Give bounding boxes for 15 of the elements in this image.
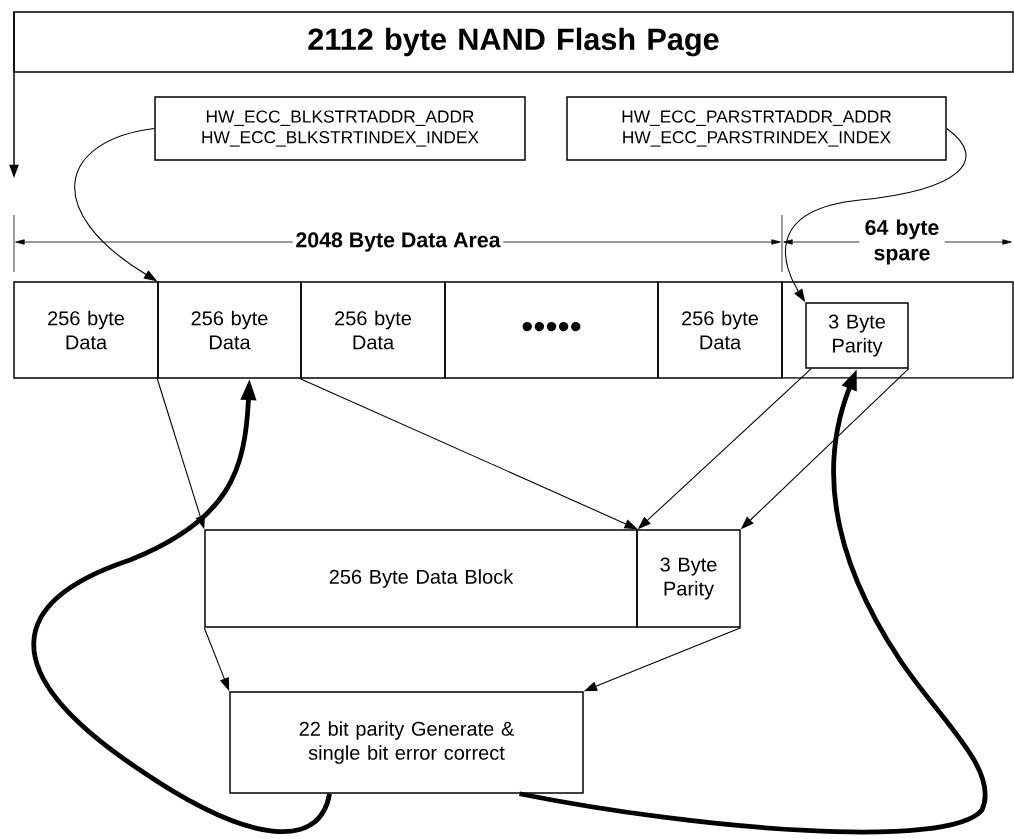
parity-box: 3 Byte Parity (636, 529, 741, 628)
spare-area-cell (781, 281, 1014, 379)
ellipsis-cell: ••••• (444, 281, 659, 379)
dimension-label: 2048 Byte Data Area (292, 229, 504, 255)
data-cell: 256 byte Data (13, 281, 159, 379)
parity-cell: 3 Byte Parity (805, 302, 909, 369)
title-band: 2112 byte NAND Flash Page (13, 11, 1014, 73)
register-box: HW_ECC_PARSTRTADDR_ADDR HW_ECC_PARSTRINDEX_INDEX (566, 96, 947, 161)
register-box: HW_ECC_BLKSTRTADDR_ADDR HW_ECC_BLKSTRTINDEX_INDEX (154, 96, 526, 161)
data-cell: 256 byte Data (300, 281, 446, 379)
data-block-box: 256 Byte Data Block (204, 529, 638, 628)
data-cell: 256 byte Data (157, 281, 302, 379)
ecc-engine-box: 22 bit parity Generate & single bit error correct (229, 691, 584, 794)
dimension-label: 64 byte spare (859, 216, 945, 268)
data-cell: 256 byte Data (657, 281, 783, 379)
